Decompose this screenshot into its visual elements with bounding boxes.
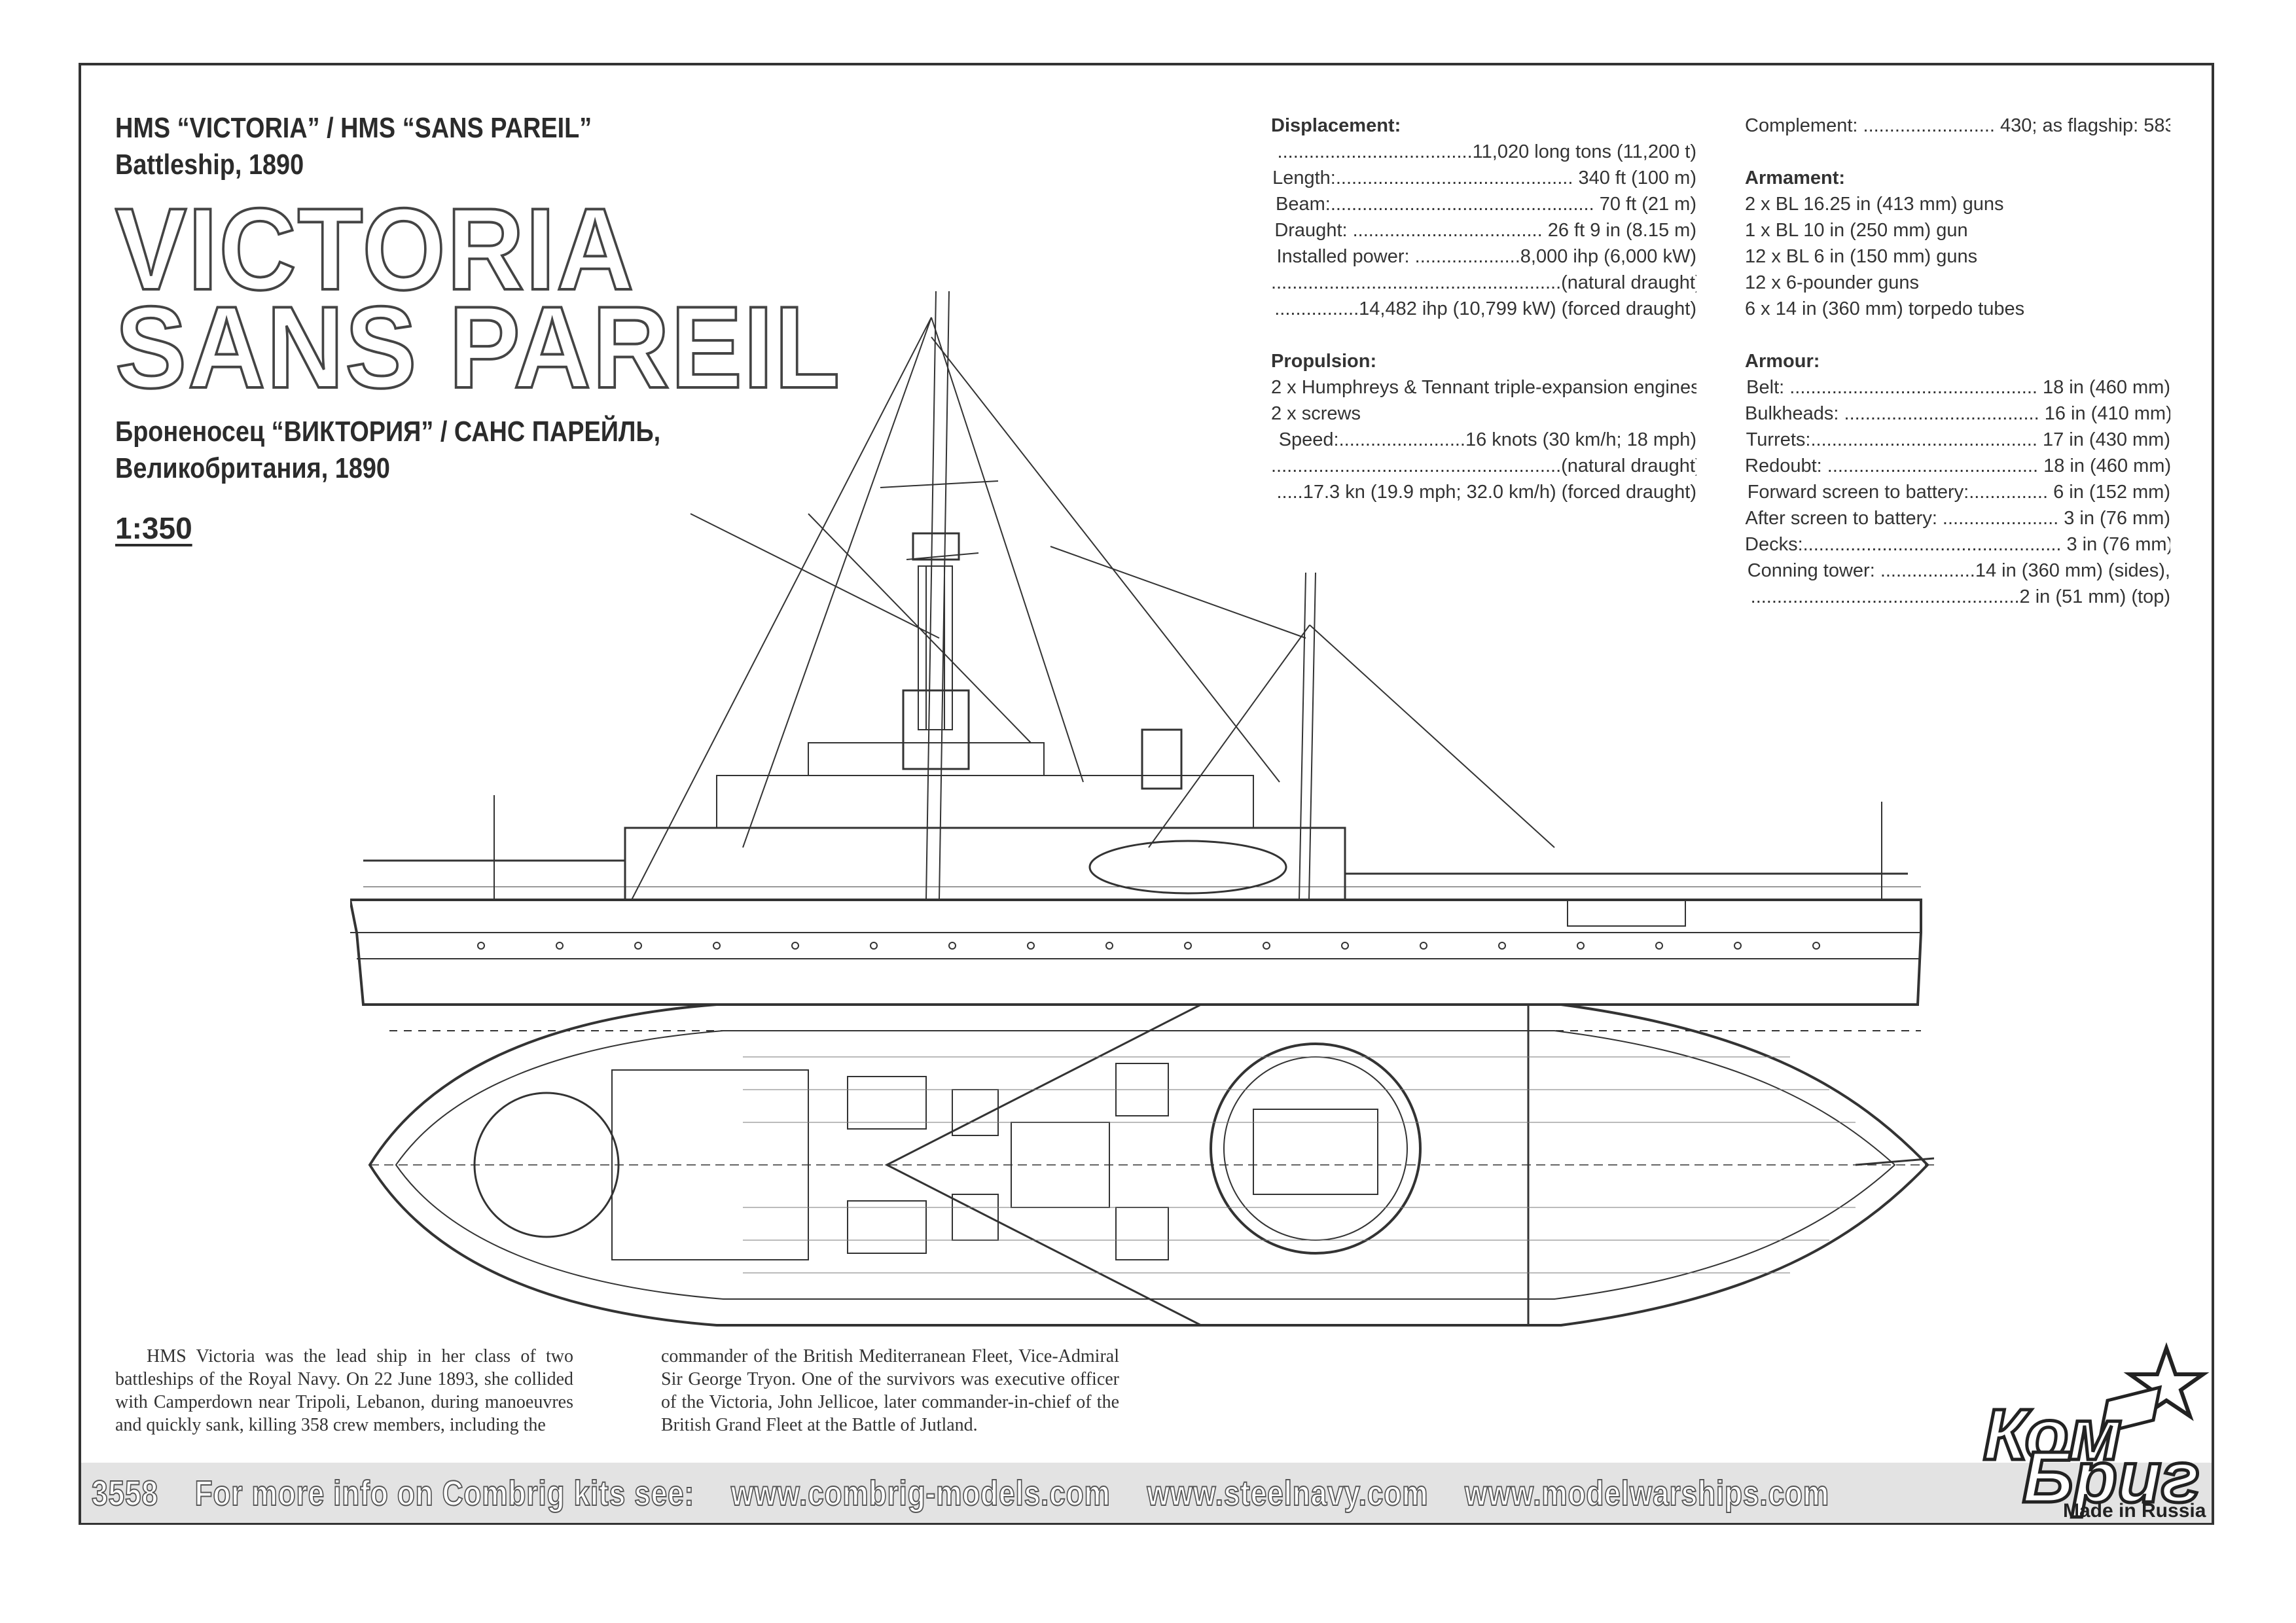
kit-number: 3558 (91, 1473, 158, 1514)
spec-row: ................14,482 ihp (10,799 kW) (… (1274, 298, 1696, 319)
ship-names-heading: HMS “VICTORIA” / HMS “SANS PAREIL” (115, 112, 592, 144)
spec-row: Bulkheads: .............................… (1745, 403, 2170, 424)
spec-row: ........................................… (1750, 586, 2170, 607)
spec-row: 2 x screws (1271, 403, 1361, 424)
spec-row: 2 x BL 16.25 in (413 mm) guns (1745, 194, 2004, 215)
armament-heading: Armament: (1745, 168, 1846, 188)
link-modelwarships[interactable]: www.modelwarships.com (1464, 1473, 1829, 1514)
specs-column-left: Displacement: ..........................… (1271, 113, 1696, 505)
made-in-russia-label: Made in Russia (2063, 1500, 2206, 1522)
armour-heading: Armour: (1745, 351, 1820, 372)
logo-line-1: Ком (1983, 1395, 2122, 1475)
propulsion-heading: Propulsion: (1271, 351, 1377, 372)
scale-label: 1:350 (115, 511, 192, 545)
big-title-victoria: VICTORIA (114, 184, 636, 314)
star-icon (2123, 1342, 2210, 1421)
complement-row: Complement: ......................... 43… (1745, 115, 2170, 136)
ship-line-drawing (350, 291, 1934, 1327)
combrig-logo: Ком Бриг (1982, 1342, 2210, 1520)
spec-row: 12 x BL 6 in (150 mm) guns (1745, 246, 1978, 267)
spec-row: Redoubt: ...............................… (1745, 455, 2170, 476)
footer-text: 3558 For more info on Combrig kits see: … (91, 1473, 1857, 1514)
top-plan-view (368, 1003, 1934, 1327)
spec-row: .....................................11,… (1277, 141, 1696, 162)
spec-row: Forward screen to battery:..............… (1747, 482, 2170, 503)
spec-row: Conning tower: ..................14 in (… (1747, 560, 2170, 581)
spec-row: Draught: ...............................… (1274, 220, 1696, 241)
spec-row: .....17.3 kn (19.9 mph; 32.0 km/h) (forc… (1276, 482, 1696, 503)
spec-row: 2 x Humphreys & Tennant triple-expansion… (1271, 377, 1696, 398)
big-title-sans-pareil: SANS PAREIL (114, 282, 842, 412)
title-block: HMS “VICTORIA” / HMS “SANS PAREIL” Battl… (114, 110, 966, 487)
spec-row: 1 x BL 10 in (250 mm) gun (1745, 220, 1968, 241)
footer-info: For more info on Combrig kits see: (194, 1473, 695, 1514)
spec-row: Belt: ..................................… (1746, 377, 2170, 398)
spec-row: ........................................… (1271, 272, 1696, 293)
spec-row: 6 x 14 in (360 mm) torpedo tubes (1745, 298, 2025, 319)
history-paragraph-1: HMS Victoria was the lead ship in her cl… (115, 1346, 573, 1435)
ship-type-heading: Battleship, 1890 (115, 149, 304, 181)
russian-subheading: Великобритания, 1890 (115, 452, 390, 484)
side-profile-view (350, 291, 1922, 1031)
displacement-heading: Displacement: (1271, 115, 1401, 136)
spec-row: 12 x 6-pounder guns (1745, 272, 1920, 293)
logo-line-2: Бриг (2022, 1437, 2200, 1518)
footer-band (81, 1463, 2212, 1523)
russian-heading: Броненосец “ВИКТОРИЯ” / САНС ПАРЕЙЛЬ, (115, 416, 661, 448)
history-paragraph-2: commander of the British Mediterranean F… (661, 1346, 1119, 1435)
spec-row: Speed:........................16 knots (… (1278, 429, 1696, 450)
spec-row: Length:.................................… (1272, 168, 1696, 188)
specs-column-right: Complement: ......................... 43… (1745, 113, 2170, 610)
spec-row: Beam:...................................… (1276, 194, 1696, 215)
link-combrig[interactable]: www.combrig-models.com (730, 1473, 1111, 1514)
sheet-frame (79, 63, 2214, 1525)
spec-row: Turrets:................................… (1746, 429, 2170, 450)
spec-row: Decks:..................................… (1745, 534, 2170, 555)
spec-row: Installed power: ....................8,0… (1276, 246, 1696, 267)
spec-row: ........................................… (1271, 455, 1696, 476)
link-steelnavy[interactable]: www.steelnavy.com (1147, 1473, 1429, 1514)
spec-row: After screen to battery: ...............… (1745, 508, 2170, 529)
